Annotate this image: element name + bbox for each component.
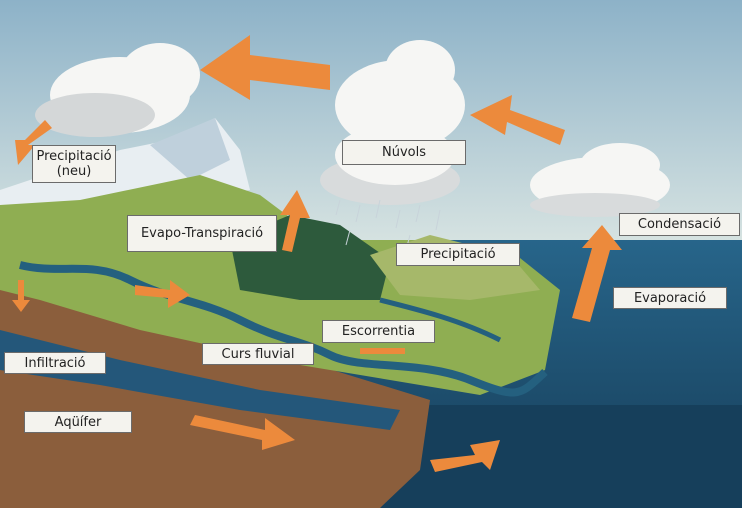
rain xyxy=(335,199,441,251)
label-clouds: Núvols xyxy=(342,140,466,165)
river xyxy=(19,261,548,397)
arrow-right-cloud xyxy=(470,95,565,145)
deep-sea xyxy=(380,405,742,508)
label-runoff: Escorrentia xyxy=(322,320,435,343)
label-evaporation: Evaporació xyxy=(613,287,727,309)
label-snow-precipitation: Precipitació (neu) xyxy=(32,145,116,183)
label-condensation: Condensació xyxy=(619,213,740,236)
cloud-left xyxy=(35,43,200,137)
label-precipitation: Precipitació xyxy=(396,243,520,266)
label-evapotranspiration: Evapo-Transpiració xyxy=(127,215,277,252)
arrow-snow xyxy=(15,120,52,165)
stream xyxy=(379,297,502,343)
cloud-right xyxy=(530,143,670,217)
label-infiltration: Infiltració xyxy=(4,352,106,374)
mountain-shadow xyxy=(150,118,230,180)
arrow-evapotranspiration xyxy=(280,190,310,252)
arrow-infiltration xyxy=(12,280,30,312)
arrow-land xyxy=(135,280,190,308)
arrow-top xyxy=(200,35,330,100)
label-aquifer: Aqüífer xyxy=(24,411,132,433)
arrow-evaporation xyxy=(572,225,622,322)
arrow-sea xyxy=(430,440,500,472)
arrow-runoff xyxy=(360,348,405,354)
label-river: Curs fluvial xyxy=(202,343,314,365)
process-arrows xyxy=(12,35,622,472)
arrow-underground xyxy=(190,415,295,450)
